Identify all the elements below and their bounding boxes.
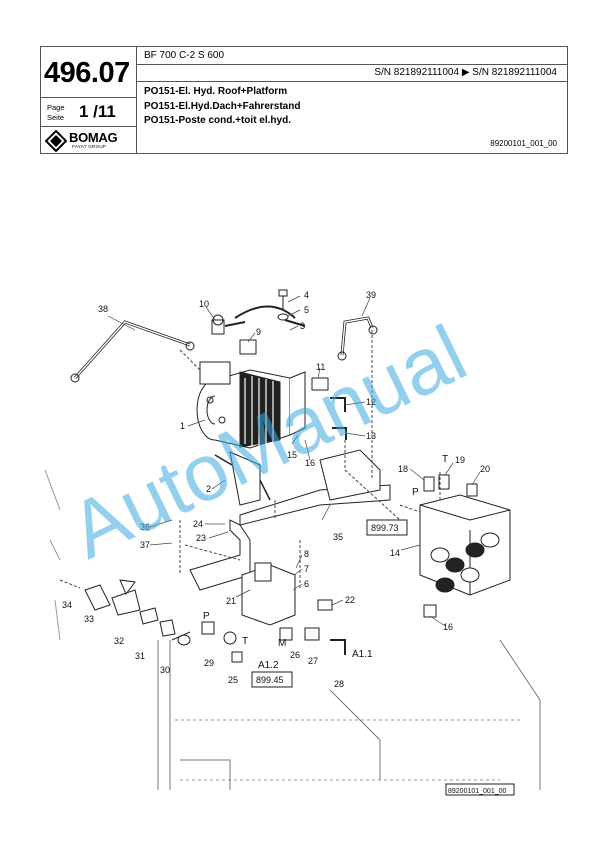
port-label: A1.2 [258,660,279,671]
callout: 4 [304,290,309,300]
callout: 16 [443,622,453,632]
callout: 3 [300,321,305,331]
divider [136,64,567,65]
bomag-diamond-icon [45,130,67,152]
callout: 10 [199,299,209,309]
callout: 24 [193,519,203,529]
callout: 33 [84,614,94,624]
callout: 35 [333,532,343,542]
logo-subtext: FAYAT GROUP [72,144,107,149]
callout: 12 [366,397,376,407]
callout: 31 [135,651,145,661]
titles: PO151-El. Hyd. Roof+Platform PO151-El.Hy… [144,85,300,129]
doc-number: 89200101_001_00 [490,139,557,148]
callout: 14 [390,548,400,558]
group-number: 496.07 [44,57,130,89]
callout: 11 [316,362,325,372]
ref-box-label: 899.73 [371,523,399,533]
callout: 13 [366,431,376,441]
callout: 34 [62,600,72,610]
divider [136,81,567,82]
callout: 30 [160,665,170,675]
callout: 39 [366,290,376,300]
figure-id: 89200101_001_00 [448,788,507,795]
divider [136,47,137,153]
port-label: A1.1 [352,649,373,660]
callout: 29 [204,658,214,668]
callout: 16 [305,458,315,468]
callout: 8 [304,549,309,559]
page-number: 1 /11 [79,102,116,121]
callout: 27 [308,656,318,666]
seite-label: Seite [47,113,65,122]
callout: 38 [98,304,108,314]
title-block: 496.07 Page Seite 1 /11 BOMAG FAYAT GROU… [40,46,568,154]
callout: 37 [140,540,150,550]
callout: 28 [334,679,344,689]
callout: 23 [196,533,206,543]
bomag-logo: BOMAG FAYAT GROUP [45,129,133,153]
callout: 18 [398,464,408,474]
model-name: BF 700 C-2 S 600 [144,50,225,61]
watermark: AutoManual [56,308,479,575]
callout: 15 [287,450,297,460]
port-label: T [242,636,248,647]
logo-text: BOMAG [69,130,118,145]
callout: 22 [345,595,355,605]
callout: 1 [180,421,185,431]
title-en: PO151-El. Hyd. Roof+Platform [144,86,288,97]
port-label: M [278,638,286,649]
callout: 5 [304,305,309,315]
callout: 2 [206,484,211,494]
page-label: Page [47,103,65,112]
port-label: T [442,454,448,465]
serial-range: S/N 821892111004 ▶ S/N 821892111004 [374,67,557,78]
callout: 26 [290,650,300,660]
callout: 32 [114,636,124,646]
callout: 19 [455,455,465,465]
callout: 6 [304,579,309,589]
callout: 20 [480,464,490,474]
ref-box-label: 899.45 [256,675,284,685]
divider [41,126,136,127]
port-label: P [412,487,419,498]
port-label: P [203,611,210,622]
title-fr: PO151-Poste cond.+toit el.hyd. [144,115,291,126]
divider [41,97,136,98]
callout: 25 [228,675,238,685]
callout: 21 [226,596,236,606]
callout: 36 [140,522,150,532]
callout: 7 [304,564,309,574]
page-labels: Page Seite [47,103,65,123]
callout: 9 [256,327,261,337]
title-de: PO151-El.Hyd.Dach+Fahrerstand [144,100,301,112]
